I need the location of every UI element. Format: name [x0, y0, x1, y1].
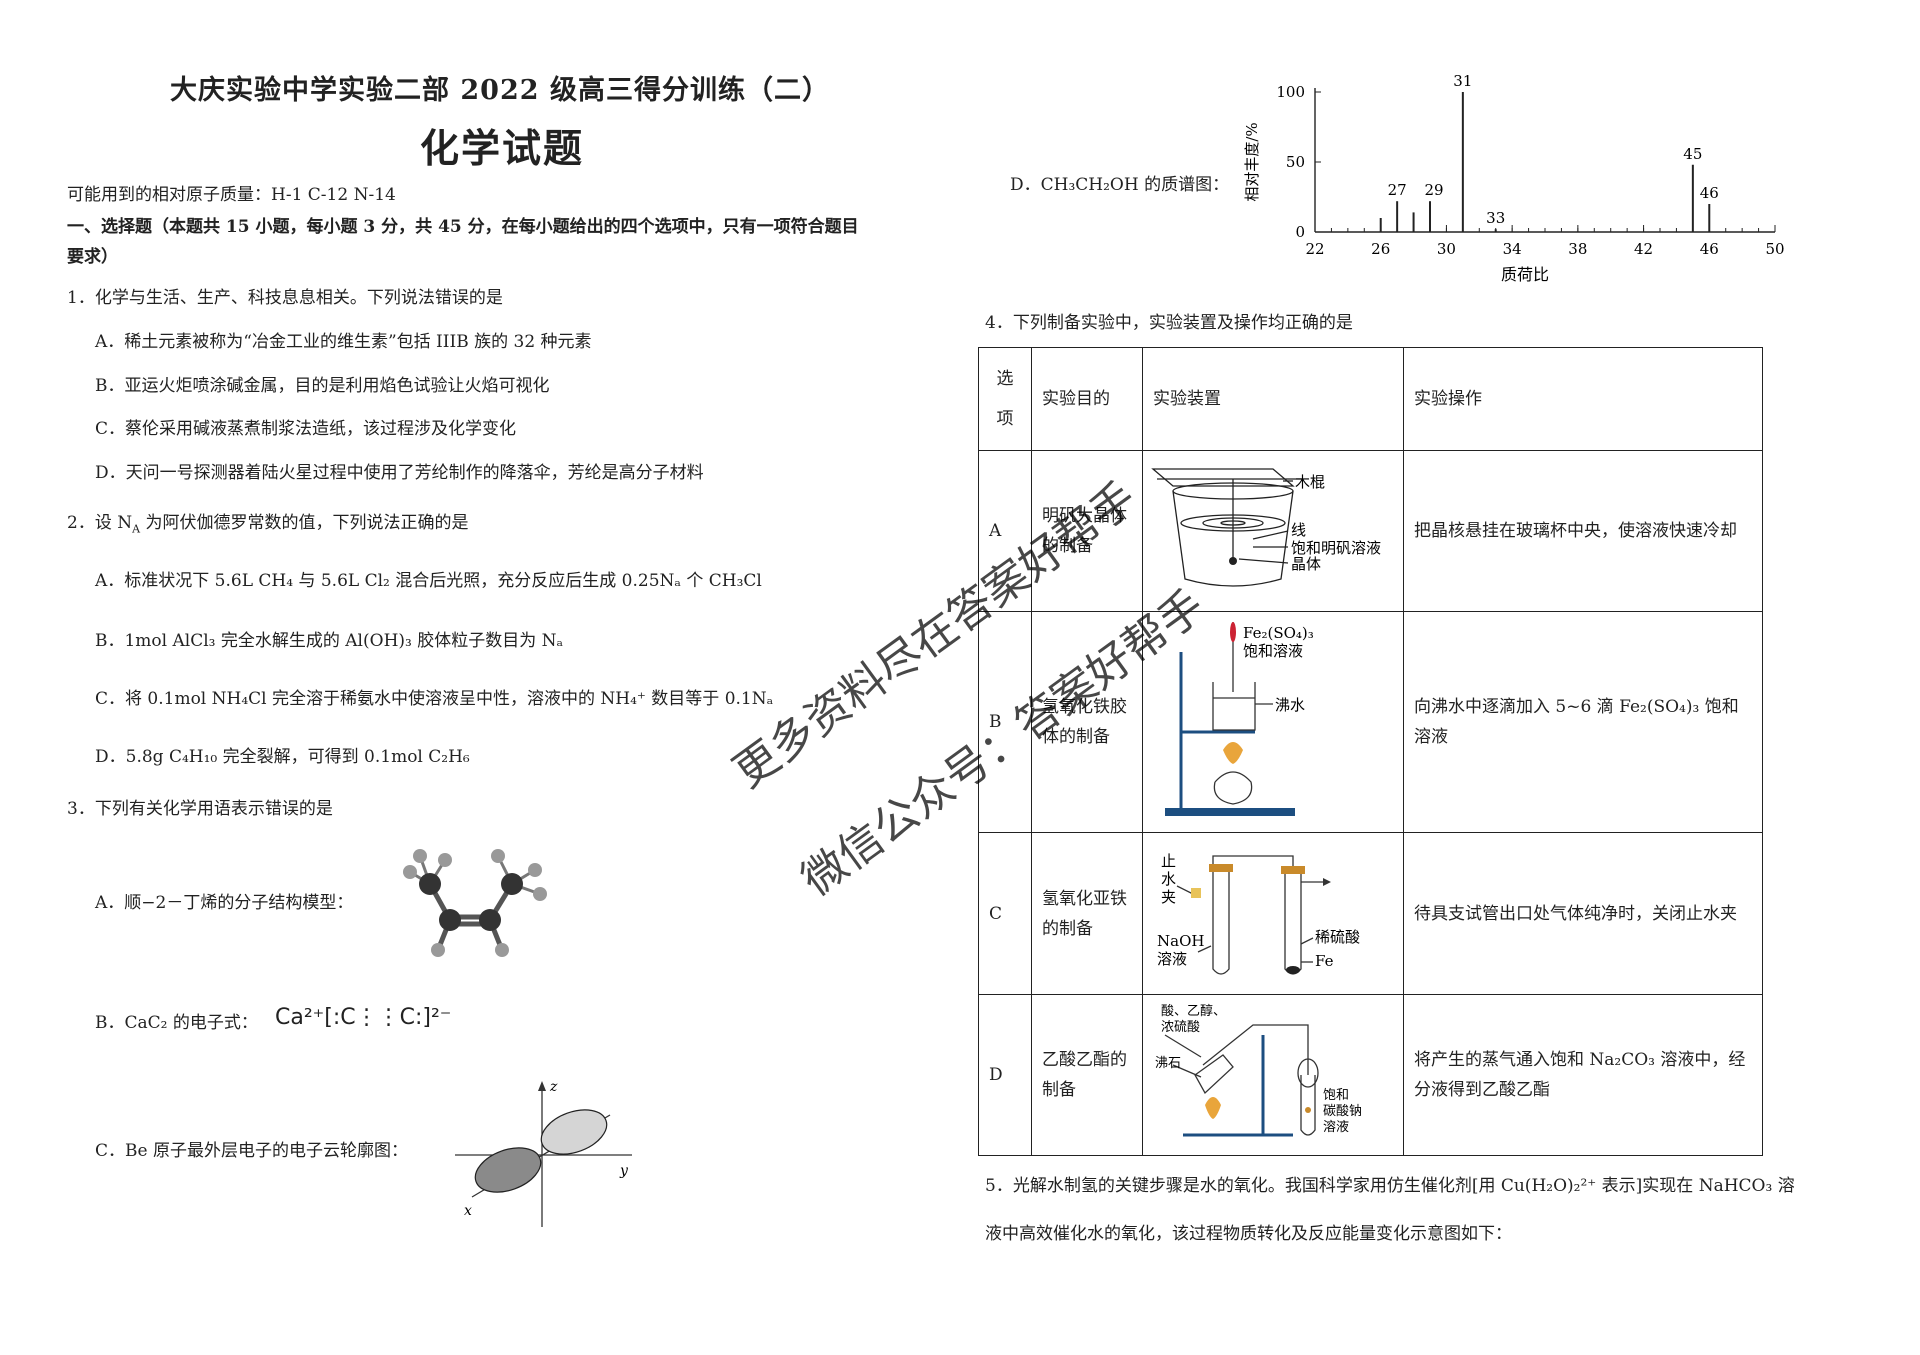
q2-option-a: A．标准状况下 5.6L CH₄ 与 5.6L Cl₂ 混合后光照，充分反应后生… — [95, 571, 762, 591]
y-tick-label: 100 — [1276, 83, 1305, 101]
label-clamp-3: 夹 — [1161, 888, 1176, 906]
table-row: D 乙酸乙酯的制备 酸、乙醇、 浓硫酸 — [978, 994, 1763, 1156]
label-boiling-chips: 沸石 — [1155, 1056, 1181, 1071]
label-solution-2: 溶液 — [1323, 1120, 1349, 1135]
ball-stick-model — [403, 849, 547, 957]
subject-title: 化学试题 — [420, 126, 585, 172]
label-clamp-2: 水 — [1161, 870, 1176, 888]
y-tick-label: 50 — [1286, 153, 1305, 171]
peak-label: 45 — [1683, 145, 1702, 163]
atomic-masses: 可能用到的相对原子质量：H-1 C-12 N-14 — [67, 185, 396, 205]
row-operation: 待具支试管出口处气体纯净时，关闭止水夹 — [1403, 832, 1763, 995]
peak-label: 29 — [1424, 181, 1443, 199]
label-stick: 木棍 — [1295, 473, 1325, 491]
row-operation: 把晶核悬挂在玻璃杯中央，使溶液快速冷却 — [1403, 450, 1763, 612]
colloid-apparatus: Fe₂(SO₄)₃ 饱和溶液 沸水 — [1165, 622, 1314, 816]
peak-label: 31 — [1453, 72, 1472, 90]
q3-option-c: C．Be 原子最外层电子的电子云轮廓图： — [95, 1141, 408, 1161]
table-header-row: 选项 实验目的 实验装置 实验操作 — [978, 347, 1763, 451]
label-solution: 饱和明矾溶液 — [1291, 539, 1381, 557]
x-tick-label: 50 — [1765, 240, 1784, 258]
q5-line2: 液中高效催化水的氧化，该过程物质转化及反应能量变化示意图如下： — [985, 1224, 1512, 1244]
row-purpose: 氢氧化铁胶体的制备 — [1031, 611, 1143, 833]
label-na2co3: 碳酸钠 — [1323, 1104, 1362, 1119]
table-row: A 明矾大晶体的制备 木棍 — [978, 450, 1763, 612]
label-saturated: 饱和溶液 — [1243, 642, 1303, 660]
x-tick-label: 38 — [1568, 240, 1587, 258]
row-purpose: 氢氧化亚铁的制备 — [1031, 832, 1143, 995]
apparatus-cell: 木棍 线 饱和明矾溶液 晶体 — [1142, 450, 1404, 612]
row-option: A — [978, 450, 1032, 612]
axis-z-label: z — [549, 1079, 558, 1095]
x-axis-label: 质荷比 — [1501, 265, 1549, 284]
q4-stem: 4．下列制备实验中，实验装置及操作均正确的是 — [985, 313, 1353, 333]
q2-option-c: C．将 0.1mol NH₄Cl 完全溶于稀氨水中使溶液呈中性，溶液中的 NH₄… — [95, 689, 774, 709]
q3-option-a: A．顺−2－丁烯的分子结构模型： — [95, 893, 354, 913]
header-option: 选项 — [978, 347, 1032, 451]
table-row: B 氢氧化铁胶体的制备 Fe₂(SO₄)₃ — [978, 611, 1763, 833]
y-tick-label: 0 — [1295, 223, 1305, 241]
label-naoh: NaOH — [1157, 932, 1204, 950]
peak-label: 46 — [1700, 184, 1719, 202]
ethyl-acetate-apparatus: 酸、乙醇、 浓硫酸 沸石 饱和 碳酸钠 溶液 — [1155, 1003, 1362, 1137]
header-operation: 实验操作 — [1403, 347, 1763, 451]
x-tick-label: 22 — [1305, 240, 1324, 258]
row-option: C — [978, 832, 1032, 995]
q1-option-c: C．蔡伦采用碱液蒸煮制浆法造纸，该过程涉及化学变化 — [95, 419, 517, 439]
q1-option-d: D．天问一号探测器着陆火星过程中使用了芳纶制作的降落伞，芳纶是高分子材料 — [95, 463, 704, 483]
q3-option-d: D．CH₃CH₂OH 的质谱图： — [1010, 175, 1230, 195]
experiment-table: 选项 实验目的 实验装置 实验操作 A 明矾大晶体的制备 — [978, 347, 1763, 1156]
q1-option-a: A．稀土元素被称为“冶金工业的维生素”包括 IIIB 族的 32 种元素 — [95, 332, 592, 352]
label-saturated-2: 饱和 — [1323, 1088, 1349, 1103]
q1-option-b: B．亚运火炬喷涂碱金属，目的是利用焰色试验让火焰可视化 — [95, 376, 550, 396]
q3-option-b: B．CaC₂ 的电子式： — [95, 1013, 258, 1033]
peak-label: 27 — [1388, 181, 1407, 199]
header-apparatus: 实验装置 — [1142, 347, 1404, 451]
y-axis-label: 相对丰度/% — [1243, 122, 1261, 201]
label-clamp-1: 止 — [1161, 852, 1176, 870]
q2-option-b: B．1mol AlCl₃ 完全水解生成的 Al(OH)₃ 胶体粒子数目为 Nₐ — [95, 631, 564, 651]
label-naoh-solution: 溶液 — [1157, 950, 1187, 968]
x-tick-label: 42 — [1634, 240, 1653, 258]
apparatus-cell: 酸、乙醇、 浓硫酸 沸石 饱和 碳酸钠 溶液 — [1142, 994, 1404, 1156]
label-fe: Fe — [1315, 952, 1334, 970]
row-option: D — [978, 994, 1032, 1156]
table-row: C 氢氧化亚铁的制备 止 水 — [978, 832, 1763, 995]
row-operation: 将产生的蒸气通入饱和 Na₂CO₃ 溶液中，经分液得到乙酸乙酯 — [1403, 994, 1763, 1156]
label-conc-h2so4: 浓硫酸 — [1161, 1020, 1200, 1035]
row-option: B — [978, 611, 1032, 833]
electron-cloud-diagram: z y x — [455, 1079, 632, 1227]
peak-label: 33 — [1486, 209, 1505, 227]
row-purpose: 乙酸乙酯的制备 — [1031, 994, 1143, 1156]
q2-stem: 2．设 NA 为阿伏伽德罗常数的值，下列说法正确的是 — [67, 513, 469, 536]
q5-line1: 5．光解水制氢的关键步骤是水的氧化。我国科学家用仿生催化剂[用 Cu(H₂O)₂… — [985, 1176, 1795, 1196]
label-acid-ethanol: 酸、乙醇、 — [1161, 1003, 1226, 1019]
apparatus-cell: Fe₂(SO₄)₃ 饱和溶液 沸水 — [1142, 611, 1404, 833]
section-heading-cont: 要求） — [67, 247, 118, 267]
label-dilute-h2so4: 稀硫酸 — [1315, 928, 1360, 946]
electron-formula: Ca²⁺[:C⋮⋮C:]²⁻ — [275, 1005, 452, 1030]
section-heading: 一、选择题（本题共 15 小题，每小题 3 分，共 45 分，在每小题给出的四个… — [67, 217, 859, 237]
x-tick-label: 46 — [1700, 240, 1719, 258]
q1-stem: 1．化学与生活、生产、科技息息相关。下列说法错误的是 — [67, 288, 503, 308]
alum-crystal-apparatus: 木棍 线 饱和明矾溶液 晶体 — [1151, 468, 1381, 587]
row-operation: 向沸水中逐滴加入 5~6 滴 Fe₂(SO₄)₃ 饱和溶液 — [1403, 611, 1763, 833]
label-boiling-water: 沸水 — [1275, 696, 1305, 714]
x-tick-label: 30 — [1437, 240, 1456, 258]
q2-option-d: D．5.8g C₄H₁₀ 完全裂解，可得到 0.1mol C₂H₆ — [95, 747, 470, 767]
exam-title: 大庆实验中学实验二部 2022 级高三得分训练（二） — [170, 75, 830, 106]
x-tick-label: 34 — [1503, 240, 1522, 258]
label-fe2so43: Fe₂(SO₄)₃ — [1243, 624, 1314, 642]
axis-y-label: y — [619, 1163, 629, 1179]
label-thread: 线 — [1291, 521, 1306, 539]
apparatus-cell: 止 水 夹 NaOH 溶液 稀硫酸 Fe — [1142, 832, 1404, 995]
label-crystal: 晶体 — [1291, 555, 1321, 573]
axis-x-label: x — [464, 1203, 472, 1219]
mass-spectrum-chart: 22 26 30 34 38 42 46 50 0 50 100 27 29 31 33 45 46 相对丰度/%… — [1243, 72, 1785, 284]
header-purpose: 实验目的 — [1031, 347, 1143, 451]
x-tick-label: 26 — [1371, 240, 1390, 258]
ferrous-hydroxide-apparatus: 止 水 夹 NaOH 溶液 稀硫酸 Fe — [1157, 852, 1360, 975]
q3-stem: 3．下列有关化学用语表示错误的是 — [67, 799, 333, 819]
